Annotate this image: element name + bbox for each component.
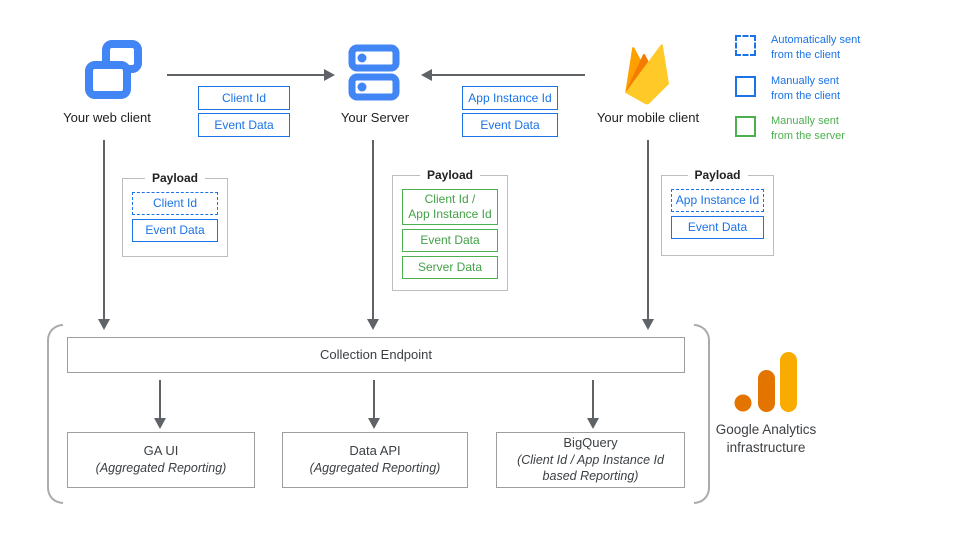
server-icon [348,44,400,101]
arrow-web-to-server-head-icon [324,69,335,81]
mobile-client-label: Your mobile client [596,110,700,125]
collection-endpoint-box: Collection Endpoint [67,337,685,373]
legend-label-auto-client: Automatically sent from the client [771,34,861,61]
ga-ui-box: GA UI (Aggregated Reporting) [67,432,255,488]
payload-server: Payload Client Id / App Instance Id Even… [392,168,508,291]
ga-ui-title: GA UI [143,443,179,459]
arrow-web-to-server-line [167,74,325,76]
payload-mobile-event-data: Event Data [671,216,764,239]
payload-mobile-title: Payload [687,168,748,182]
legend-item-manual-client: Manually sent from the client [735,74,901,104]
web-client-icon [85,40,142,99]
arrow-endpoint-to-gaui-head-icon [154,418,166,429]
arrow-web-to-endpoint-head-icon [98,319,110,330]
payload-web-client-id: Client Id [132,192,218,215]
legend-item-manual-server: Manually sent from the server [735,114,901,144]
param-web-event-data: Event Data [198,113,290,137]
data-api-title: Data API [349,443,401,459]
infrastructure-label: Google Analytics infrastructure [715,422,817,455]
payload-web-event-data: Event Data [132,219,218,242]
arrow-mobile-to-server-head-icon [421,69,432,81]
param-mobile-app-instance-id: App Instance Id [462,86,558,110]
ga-ui-subtitle: (Aggregated Reporting) [95,461,227,476]
firebase-icon [625,44,670,105]
payload-web: Payload Client Id Event Data [122,171,228,257]
arrow-endpoint-to-bigquery-line [592,380,594,418]
legend-label-manual-server: Manually sent from the server [771,115,845,142]
data-api-subtitle: (Aggregated Reporting) [309,461,441,476]
legend-swatch-solid-green-icon [735,116,756,137]
arrow-server-to-endpoint-head-icon [367,319,379,330]
param-mobile-event-data: Event Data [462,113,558,137]
arrow-server-to-endpoint-line [372,140,374,319]
web-client-label: Your web client [63,110,151,125]
collection-endpoint-label: Collection Endpoint [319,346,433,362]
arrow-endpoint-to-dataapi-head-icon [368,418,380,429]
payload-server-server-data: Server Data [402,256,498,279]
arrow-endpoint-to-dataapi-line [373,380,375,418]
legend-label-manual-client: Manually sent from the client [771,75,841,102]
arrow-web-to-endpoint-line [103,140,105,319]
legend-swatch-dashed-blue-icon [735,35,756,56]
google-analytics-logo-icon [734,352,797,412]
payload-server-event-data: Event Data [402,229,498,252]
legend-item-auto-client: Automatically sent from the client [735,33,901,63]
bigquery-box: BigQuery (Client Id / App Instance Id ba… [496,432,685,488]
bigquery-subtitle: (Client Id / App Instance Id based Repor… [517,453,664,484]
payload-server-title: Payload [419,168,481,182]
arrow-endpoint-to-bigquery-head-icon [587,418,599,429]
arrow-mobile-to-endpoint-head-icon [642,319,654,330]
bigquery-title: BigQuery [563,435,618,451]
payload-server-ids: Client Id / App Instance Id [402,189,498,225]
param-web-client-id: Client Id [198,86,290,110]
payload-mobile-app-instance-id: App Instance Id [671,189,764,212]
infrastructure-bracket-right [694,324,710,504]
arrow-endpoint-to-gaui-line [159,380,161,418]
data-api-box: Data API (Aggregated Reporting) [282,432,468,488]
legend-swatch-solid-blue-icon [735,76,756,97]
infrastructure-bracket-left [47,324,63,504]
payload-mobile: Payload App Instance Id Event Data [661,168,774,256]
payload-web-title: Payload [144,171,206,185]
server-label: Your Server [340,110,410,125]
arrow-mobile-to-endpoint-line [647,140,649,319]
arrow-mobile-to-server-line [432,74,585,76]
